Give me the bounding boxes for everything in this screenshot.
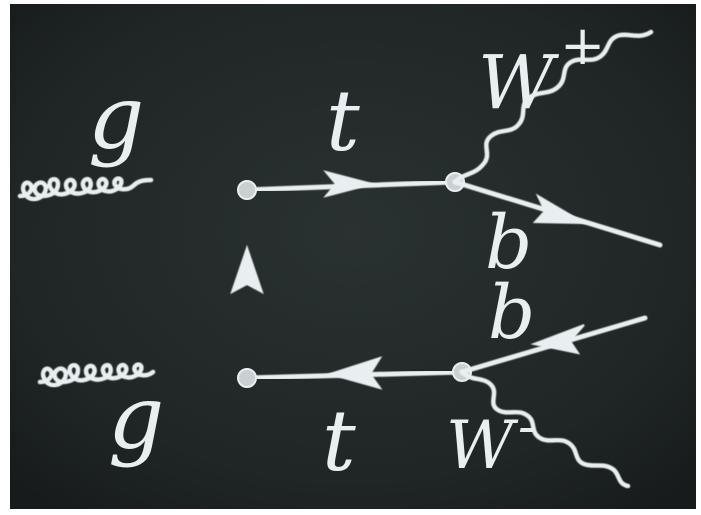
vertex-bottom-left <box>238 369 256 387</box>
label-top-quark: t <box>326 72 360 170</box>
label-gluon-bottom: g <box>108 366 164 469</box>
label-w-minus-sign: - <box>518 397 536 457</box>
label-anti-top-quark: t <box>322 392 356 490</box>
label-anti-b-quark: b <box>488 270 535 356</box>
label-gluon-top: g <box>88 66 144 169</box>
label-w-plus: W <box>478 40 560 126</box>
label-w-plus-sign: + <box>560 14 605 77</box>
vertex-top-left <box>238 181 256 199</box>
label-w-minus: W <box>446 407 519 484</box>
